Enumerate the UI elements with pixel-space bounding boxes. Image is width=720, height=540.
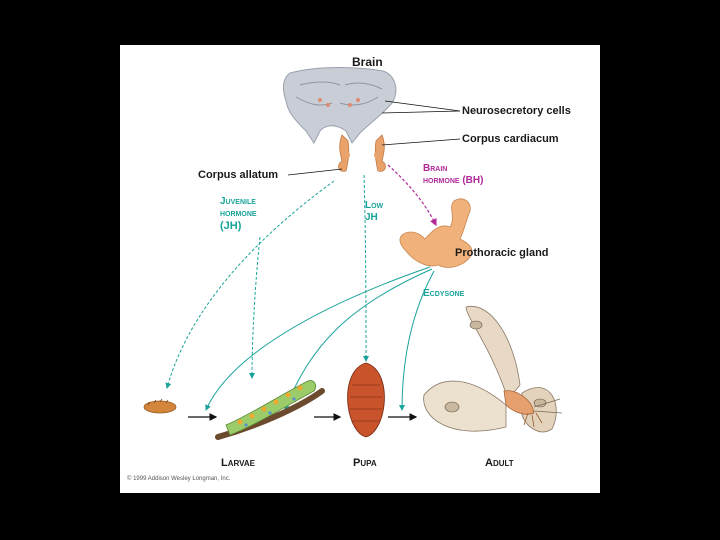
brain-label: Brain bbox=[352, 55, 383, 69]
juvenile-abbr: (JH) bbox=[220, 220, 242, 232]
jh-label: JH bbox=[365, 212, 378, 223]
copyright-notice: © 1999 Addison Wesley Longman, Inc. bbox=[127, 476, 231, 482]
adult-label: Adult bbox=[485, 457, 514, 469]
brain-hormone-label: Brain hormone (BH) bbox=[423, 163, 483, 187]
juvenile-line2: hormone bbox=[220, 208, 257, 219]
young-larva-illustration bbox=[143, 398, 177, 414]
ecdysone-arrow-to-young-larva bbox=[205, 266, 431, 411]
larva-illustration bbox=[215, 380, 325, 440]
prothoracic-gland-illustration bbox=[399, 198, 473, 268]
low-jh-arrow-to-pupa bbox=[362, 174, 369, 362]
juvenile-hormone-label: Juvenile hormone (JH) bbox=[220, 196, 257, 232]
leader-lines bbox=[287, 100, 461, 176]
low-jh-label: Low JH bbox=[365, 200, 383, 224]
diagram-artwork bbox=[143, 67, 563, 440]
brain-hormone-line2: hormone bbox=[423, 175, 460, 186]
brain-hormone-line1: Brain bbox=[423, 163, 448, 174]
ecdysone-label: Ecdysone bbox=[423, 288, 465, 299]
jh-arrow-to-larva bbox=[249, 236, 261, 379]
juvenile-line1: Juvenile bbox=[220, 196, 256, 207]
brain-hormone-abbr: (BH) bbox=[462, 175, 484, 186]
larvae-label: Larvae bbox=[221, 457, 255, 469]
corpus-cardiacum-label: Corpus cardiacum bbox=[462, 133, 559, 145]
adult-moth-illustration bbox=[423, 305, 563, 433]
jh-arrow-to-young-larva bbox=[165, 180, 335, 389]
neurosecretory-cells-label: Neurosecretory cells bbox=[462, 105, 571, 117]
corpus-allatum-label: Corpus allatum bbox=[198, 169, 279, 181]
ecdysone-arrow-to-pupa bbox=[399, 270, 435, 411]
brain-hormone-arrow bbox=[387, 164, 437, 227]
corpus-cardiacum-and-allatum bbox=[338, 134, 386, 172]
ecdysone-arrow-to-larva bbox=[283, 268, 433, 411]
prothoracic-gland-label: Prothoracic gland bbox=[455, 247, 549, 259]
pupa-label: Pupa bbox=[353, 457, 377, 469]
diagram-slide: Brain Neurosecretory cells Corpus cardia… bbox=[120, 45, 600, 493]
brain-illustration bbox=[282, 67, 397, 144]
low-label: Low bbox=[365, 200, 384, 211]
pupa-illustration bbox=[347, 362, 385, 438]
